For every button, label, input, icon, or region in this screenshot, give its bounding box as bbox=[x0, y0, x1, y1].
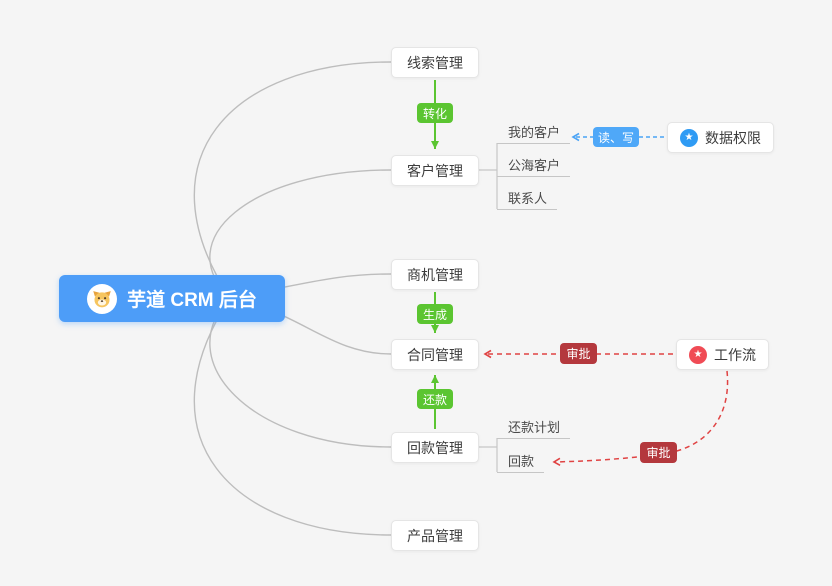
star-icon: ★ bbox=[680, 128, 698, 147]
node-customers[interactable]: 客户管理 bbox=[391, 155, 479, 186]
dog-icon bbox=[87, 283, 118, 314]
branch-curve-customers bbox=[209, 169, 392, 299]
edge-label-approve-contract[interactable]: 审批 bbox=[560, 343, 597, 364]
child-repayment[interactable]: 回款 bbox=[497, 452, 545, 473]
child-contacts[interactable]: 联系人 bbox=[497, 189, 558, 210]
node-leads[interactable]: 线索管理 bbox=[391, 47, 479, 78]
root-node-crm-backend[interactable]: 芋道 CRM 后台 bbox=[59, 275, 285, 322]
child-my-customers[interactable]: 我的客户 bbox=[497, 123, 571, 144]
node-opportunities[interactable]: 商机管理 bbox=[391, 259, 479, 290]
child-repayment-plan[interactable]: 还款计划 bbox=[497, 418, 571, 439]
edge-label-approve-repayment[interactable]: 审批 bbox=[640, 442, 677, 463]
branch-curve-receivables bbox=[209, 297, 392, 448]
branch-curve-leads bbox=[193, 61, 392, 299]
node-receivables[interactable]: 回款管理 bbox=[391, 432, 479, 463]
node-workflow[interactable]: ★ 工作流 bbox=[676, 339, 769, 370]
edge-label-read-write[interactable]: 读、写 bbox=[593, 127, 639, 147]
root-label: 芋道 CRM 后台 bbox=[127, 290, 257, 311]
edge-label-generate[interactable]: 生成 bbox=[417, 304, 453, 324]
node-data-permission[interactable]: ★ 数据权限 bbox=[667, 122, 774, 153]
edge-label-repay[interactable]: 还款 bbox=[417, 389, 453, 409]
branch-curve-products bbox=[193, 297, 392, 536]
data-permission-label: 数据权限 bbox=[705, 129, 761, 146]
node-contracts[interactable]: 合同管理 bbox=[391, 339, 479, 370]
workflow-label: 工作流 bbox=[714, 346, 756, 363]
edge-label-convert[interactable]: 转化 bbox=[417, 103, 453, 123]
child-public-customers[interactable]: 公海客户 bbox=[497, 156, 571, 177]
node-products[interactable]: 产品管理 bbox=[391, 520, 479, 551]
star-icon: ★ bbox=[689, 345, 707, 364]
